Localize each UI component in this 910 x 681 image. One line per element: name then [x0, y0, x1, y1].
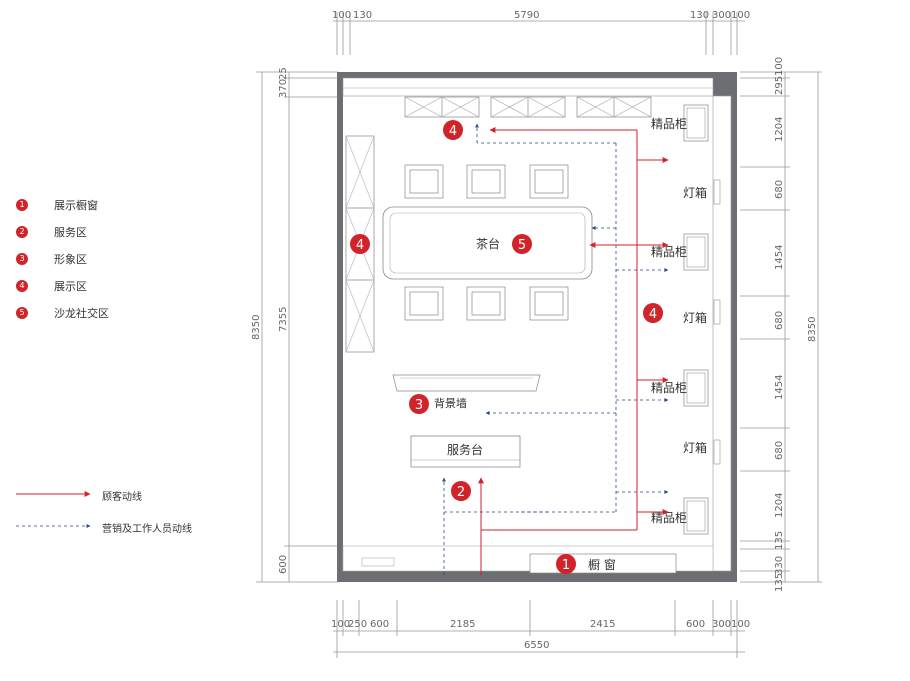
service-desk: 服务台 — [410, 435, 521, 468]
svg-text:4: 4 — [449, 124, 457, 139]
dim-right-g: 1454 — [774, 375, 785, 400]
marker-1: 1 — [556, 554, 576, 574]
dim-left-total: 8350 — [251, 315, 262, 340]
dim-right-j: 135 — [774, 531, 785, 550]
right-dimensions — [740, 71, 822, 583]
flow-label-staff: 营销及工作人员动线 — [102, 524, 192, 535]
marker-5: 5 — [512, 234, 532, 254]
legend-label: 展示区 — [54, 280, 87, 293]
cabinet-label-3: 精品柜 — [651, 381, 687, 395]
dim-left-b: 370 — [278, 79, 289, 98]
marker-3: 3 — [409, 394, 429, 414]
bottom-dimensions — [333, 600, 745, 658]
lightbox-slots — [713, 179, 721, 465]
dim-right-c: 1204 — [774, 117, 785, 142]
dim-top-c: 5790 — [514, 10, 539, 21]
dim-top-e: 300 — [712, 10, 731, 21]
staff-flow — [442, 123, 669, 575]
marker-2: 2 — [451, 481, 471, 501]
tea-table: 茶台 — [382, 206, 593, 280]
flow-label-customer: 顾客动线 — [102, 492, 142, 503]
legend-dot: 1 — [16, 199, 28, 211]
dim-bottom-f: 600 — [686, 619, 705, 630]
dim-right-k: 330 — [774, 556, 785, 575]
dim-bottom-c: 600 — [370, 619, 389, 630]
dim-right-a: 100 — [774, 57, 785, 76]
dim-right-i: 1204 — [774, 493, 785, 518]
left-dimensions — [256, 71, 338, 583]
dim-top-b: 130 — [353, 10, 372, 21]
dim-bottom-total: 6550 — [524, 640, 549, 651]
legend-label: 展示橱窗 — [54, 199, 98, 212]
marker-4-right: 4 — [643, 303, 663, 323]
marker-4-left: 4 — [350, 234, 370, 254]
flow-legend-customer: 顾客动线 — [16, 488, 236, 504]
flow-legend-lines — [16, 491, 91, 528]
svg-text:3: 3 — [415, 398, 423, 413]
customer-flow — [478, 127, 669, 575]
dim-right-h: 680 — [774, 441, 785, 460]
dim-right-l: 135 — [774, 573, 785, 592]
dim-right-total: 8350 — [807, 317, 818, 342]
dim-top-f: 100 — [731, 10, 750, 21]
svg-text:1: 1 — [562, 558, 570, 573]
zone-markers: 4 4 5 4 3 2 1 — [350, 120, 663, 574]
lightbox-label-1: 灯箱 — [683, 185, 707, 200]
dim-top-a: 100 — [332, 10, 351, 21]
svg-text:2: 2 — [457, 485, 465, 500]
dim-right-e: 1454 — [774, 245, 785, 270]
shop-window: 橱 窗 — [529, 553, 677, 574]
top-dimensions — [333, 12, 745, 55]
legend-label: 服务区 — [54, 226, 87, 239]
legend-label: 形象区 — [54, 253, 87, 266]
legend-dot: 4 — [16, 280, 28, 292]
marker-4-top: 4 — [443, 120, 463, 140]
cabinet-label-4: 精品柜 — [651, 511, 687, 525]
bg-wall-label: 背景墙 — [434, 396, 467, 410]
svg-text:5: 5 — [518, 238, 526, 253]
legend-dot: 3 — [16, 253, 28, 265]
lightbox-label-2: 灯箱 — [683, 310, 707, 325]
legend-dot: 5 — [16, 307, 28, 319]
dim-right-d: 680 — [774, 180, 785, 199]
dim-bottom-g: 300 — [712, 619, 731, 630]
dim-left-c: 600 — [278, 555, 289, 574]
svg-text:4: 4 — [649, 307, 657, 322]
right-cabinets — [683, 104, 709, 535]
window-label: 橱 窗 — [588, 558, 616, 572]
dim-bottom-b: 250 — [348, 619, 367, 630]
lightbox-label-3: 灯箱 — [683, 440, 707, 455]
background-wall: 背景墙 — [392, 374, 541, 410]
top-cabinets — [404, 96, 652, 118]
dim-bottom-d: 2185 — [450, 619, 475, 630]
chairs — [404, 164, 569, 321]
dim-left-a: 25 — [278, 67, 289, 80]
walls — [337, 72, 737, 582]
cabinet-label-1: 精品柜 — [651, 117, 687, 131]
legend-label: 沙龙社交区 — [54, 307, 109, 320]
service-desk-label: 服务台 — [447, 442, 483, 457]
legend-dot: 2 — [16, 226, 28, 238]
dim-left-inner: 7355 — [278, 307, 289, 332]
tea-table-label: 茶台 — [476, 236, 500, 251]
dim-right-b: 295 — [774, 76, 785, 95]
cabinet-label-2: 精品柜 — [651, 245, 687, 259]
dim-bottom-e: 2415 — [590, 619, 615, 630]
flow-legend-staff: 营销及工作人员动线 — [16, 520, 236, 536]
dim-top-d: 130 — [690, 10, 709, 21]
dim-bottom-h: 100 — [731, 619, 750, 630]
dim-bottom-a: 100 — [331, 619, 350, 630]
dim-right-f: 680 — [774, 311, 785, 330]
svg-text:4: 4 — [356, 238, 364, 253]
